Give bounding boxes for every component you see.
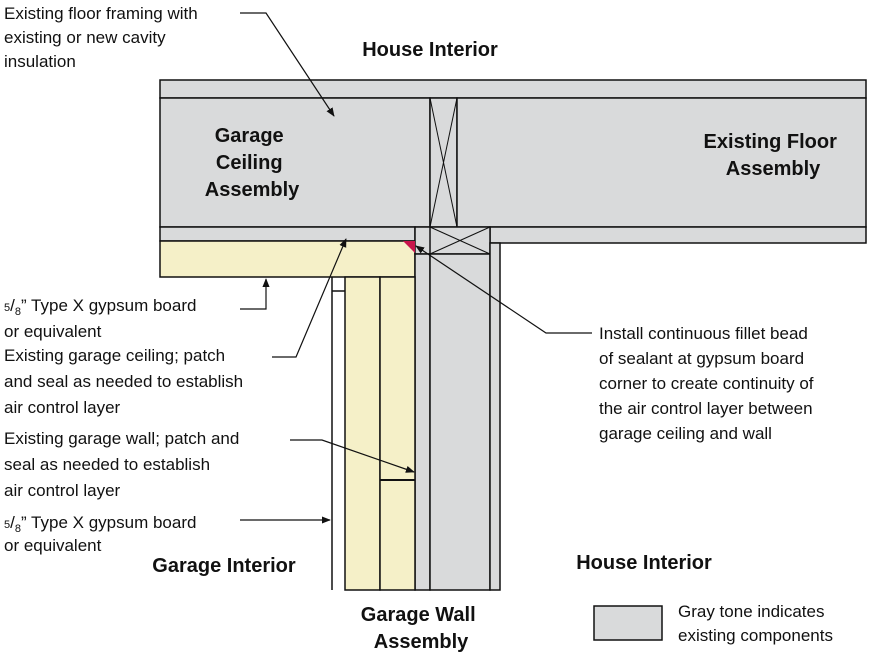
sealant-fillet-bead — [403, 241, 415, 253]
rim-joist-x — [429, 97, 458, 228]
fillet-bead-leader — [415, 245, 592, 334]
gypsum-bottom-callout: 5/8” Type X gypsum board or equivalent — [4, 513, 201, 555]
floor-subfloor — [159, 79, 867, 99]
fillet-bead-callout: Install continuous fillet bead of sealan… — [599, 324, 818, 443]
garage-wall-assembly-label: Garage Wall Assembly — [361, 604, 481, 653]
legend-text: Gray tone indicates existing components — [678, 602, 833, 645]
existing-floor-joist-bay — [456, 97, 867, 228]
house-wall-drywall — [489, 242, 501, 591]
legend: Gray tone indicates existing components — [593, 602, 833, 645]
garage-wall-leader — [290, 439, 415, 473]
wall-stud — [429, 253, 491, 591]
top-plate-x — [429, 226, 491, 255]
new-gypsum-wall-outer — [344, 276, 381, 591]
gypsum-top-leader — [240, 278, 270, 310]
new-gypsum-ceiling — [159, 240, 416, 278]
garage-ceiling-joist-bay — [159, 97, 431, 228]
garage-ceiling-layers — [159, 226, 416, 278]
floor-framing-leader — [240, 12, 335, 117]
floor-assembly — [159, 79, 867, 244]
fraction-slash: / — [10, 513, 15, 532]
garage-ceiling-assembly-label: Garage Ceiling Assembly — [205, 125, 300, 201]
house-interior-top-label: House Interior — [362, 39, 498, 61]
existing-garage-ceiling-drywall — [159, 226, 416, 242]
gypsum-top-callout: 5/8” Type X gypsum board or equivalent — [4, 296, 201, 341]
garage-ceiling-leader — [272, 238, 347, 358]
existing-garage-wall-drywall — [414, 253, 431, 591]
house-ceiling-drywall — [489, 226, 867, 244]
wall-top-plate — [414, 226, 491, 255]
garage-wall-assembly — [331, 226, 501, 591]
garage-ceiling-callout: Existing garage ceiling; patch and seal … — [4, 346, 248, 417]
house-interior-bottom-label: House Interior — [576, 552, 712, 574]
existing-floor-assembly-label: Existing Floor Assembly — [704, 131, 843, 180]
legend-gray-swatch — [593, 605, 663, 641]
garage-wall-callout: Existing garage wall; patch and seal as … — [4, 429, 244, 500]
garage-interior-label: Garage Interior — [152, 555, 296, 577]
new-gypsum-wall-inner — [379, 276, 416, 591]
floor-framing-callout: Existing floor framing with existing or … — [4, 4, 202, 71]
fraction-slash: / — [10, 296, 15, 315]
